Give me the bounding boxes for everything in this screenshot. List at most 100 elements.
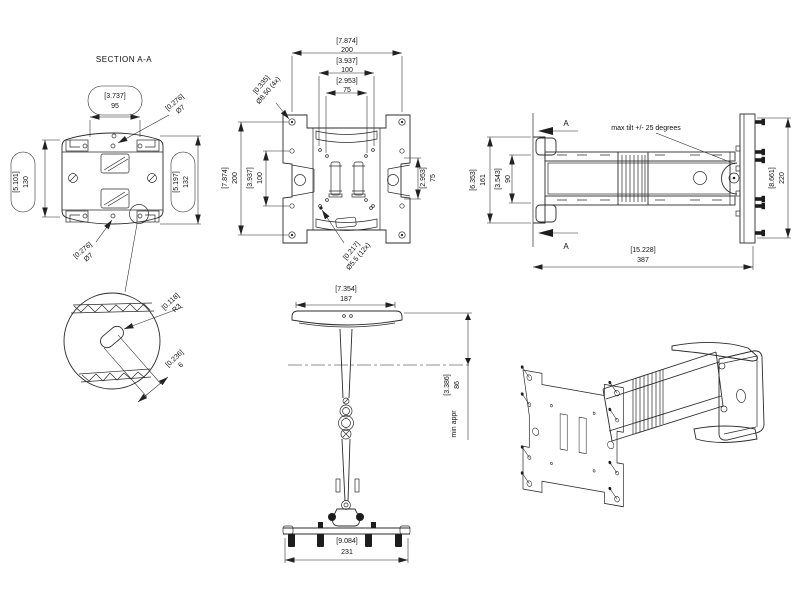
- dim-text: 187: [340, 296, 352, 303]
- dim-text: 86: [454, 381, 461, 389]
- dim-text: [7.354]: [335, 286, 356, 293]
- slot: [100, 325, 124, 349]
- dim-text: 200: [341, 47, 353, 54]
- wall-rail: [282, 522, 411, 547]
- dim-text: 161: [480, 174, 487, 186]
- dim-text: 90: [505, 175, 512, 183]
- dimension-section-height-right: [5.197] 132: [160, 135, 201, 225]
- section-marker-bottom: A: [538, 229, 578, 251]
- bottom-view: [7.354] 187 [3.386] 86 min appr [9.084] …: [282, 286, 472, 563]
- arm-column: [339, 328, 353, 399]
- lower-link: [341, 438, 351, 502]
- dim-text: [2.953]: [336, 78, 357, 85]
- dim-text: 231: [341, 549, 353, 556]
- dim-text: 200: [232, 172, 239, 184]
- rail-holes: [82, 133, 143, 219]
- dimension-section-height-left: [5.101] 130: [10, 139, 60, 218]
- dim-text: [6.353]: [470, 169, 477, 190]
- dim-text: [5.197]: [173, 171, 180, 192]
- dimension-front-hole-corner: [0.335] Ø8.50 (4x): [252, 75, 290, 120]
- pivot-bolt: [728, 172, 740, 184]
- dim-text: [7.874]: [222, 167, 229, 188]
- wing-details: [291, 164, 411, 197]
- section-letter: A: [563, 119, 569, 128]
- dim-text: [3.386]: [444, 374, 451, 395]
- section-marker-top: A: [538, 119, 578, 135]
- front-view: [7.874] 200 [3.937] 100 [2.953] 75 [0.33…: [222, 38, 437, 272]
- dim-text: 220: [779, 172, 786, 184]
- dimension-front-hole-small: [0.217] Ø5.5 (12x): [321, 209, 372, 272]
- side-view: A A max tilt +/- 25 degrees [6.353] 161 …: [470, 113, 791, 270]
- detail-view: [0.118] R3 [0.236] 6: [63, 292, 185, 403]
- dimension-side-arm-height: [3.543] 90: [495, 154, 531, 204]
- dimension-stand-base-width: [9.084] 231: [284, 538, 409, 563]
- dim-text: 130: [23, 176, 30, 188]
- dimension-side-plate-height: [8.661] 220: [757, 117, 791, 239]
- dimension-section-width: [3.737] 95: [87, 85, 143, 137]
- dimension-front-width-outer: [7.874] 200: [291, 38, 403, 112]
- section-body-outline: [61, 132, 164, 225]
- dim-text: [3.737]: [104, 93, 125, 100]
- tilt-annotation: max tilt +/- 25 degrees: [611, 125, 736, 165]
- dimension-front-width-mid: [3.937] 100: [318, 58, 375, 146]
- tv-bar-inner: [298, 322, 396, 328]
- waist-edges: [312, 128, 381, 230]
- iso-bellows: [632, 369, 664, 434]
- dimension-side-depth: [15.228] 387: [533, 246, 754, 270]
- dim-text: [5.101]: [13, 171, 20, 192]
- front-plate-outline: [282, 114, 411, 244]
- clamp-band-lines: [62, 151, 163, 211]
- iso-wall-bracket: [671, 341, 765, 443]
- dim-text: [3.937]: [247, 167, 254, 188]
- tv-bracket-plate: [533, 136, 557, 224]
- tv-bar: [291, 310, 403, 326]
- iso-studs: [520, 365, 618, 500]
- tilt-note-text: max tilt +/- 25 degrees: [611, 125, 681, 132]
- clamp-hooks: [65, 139, 160, 223]
- dim-text: [3.937]: [336, 58, 357, 65]
- fork: [332, 508, 360, 527]
- iso-vesa-plate: [520, 365, 624, 508]
- dimension-front-width-inner: [2.953] 75: [325, 78, 368, 153]
- dim-text: [7.874]: [336, 38, 357, 45]
- min-note-text: min appr: [451, 410, 458, 438]
- dim-text: 100: [257, 172, 264, 184]
- bottom-arc-band: [315, 218, 378, 231]
- dimension-front-height-mid: [3.937] 100: [247, 150, 289, 207]
- dim-text: [15.228]: [630, 247, 655, 254]
- detail-indicator-circle: [129, 204, 149, 224]
- dimension-front-height-outer: [7.874] 200: [222, 121, 288, 236]
- section-letter: A: [563, 242, 569, 251]
- dimension-stand-min-height: [3.386] 86 min appr: [404, 312, 472, 440]
- arm-assembly: [544, 151, 740, 206]
- dim-text: [2.953]: [420, 167, 427, 188]
- spring-blocks: [100, 153, 130, 209]
- dim-text: Ø7: [83, 252, 95, 263]
- dim-text: 75: [430, 174, 437, 182]
- corner-holes: [288, 118, 406, 239]
- top-arc-band: [315, 130, 378, 143]
- side-screws: [68, 173, 157, 183]
- bellows-hatch: [617, 152, 649, 205]
- dimension-section-hole-bottom: [0.276] Ø7: [73, 219, 113, 263]
- dimension-side-bracket-height: [6.353] 161: [470, 136, 531, 224]
- hatch-band-top: [70, 302, 155, 314]
- dim-text: 75: [343, 87, 351, 94]
- wall-plate: [735, 113, 765, 244]
- dimension-front-height-inner: [2.953] 75: [404, 157, 437, 200]
- section-title: SECTION A-A: [96, 55, 152, 64]
- detail-circle: [63, 292, 161, 390]
- isometric-view: [520, 341, 765, 508]
- bottom-cutout: [335, 216, 357, 229]
- dim-text: 100: [341, 67, 353, 74]
- dimension-detail-slot-width: [0.236] 6: [103, 334, 185, 403]
- iso-arm: [602, 351, 724, 442]
- dim-text: 132: [183, 176, 190, 188]
- dimension-section-hole-top: [0.276] Ø7: [117, 93, 187, 144]
- dim-text: 387: [637, 257, 649, 264]
- dim-text: [3.543]: [495, 168, 502, 189]
- pivot-arc: [721, 162, 738, 195]
- dimension-stand-top-width: [7.354] 187: [295, 286, 396, 308]
- detail-leader: [124, 223, 138, 293]
